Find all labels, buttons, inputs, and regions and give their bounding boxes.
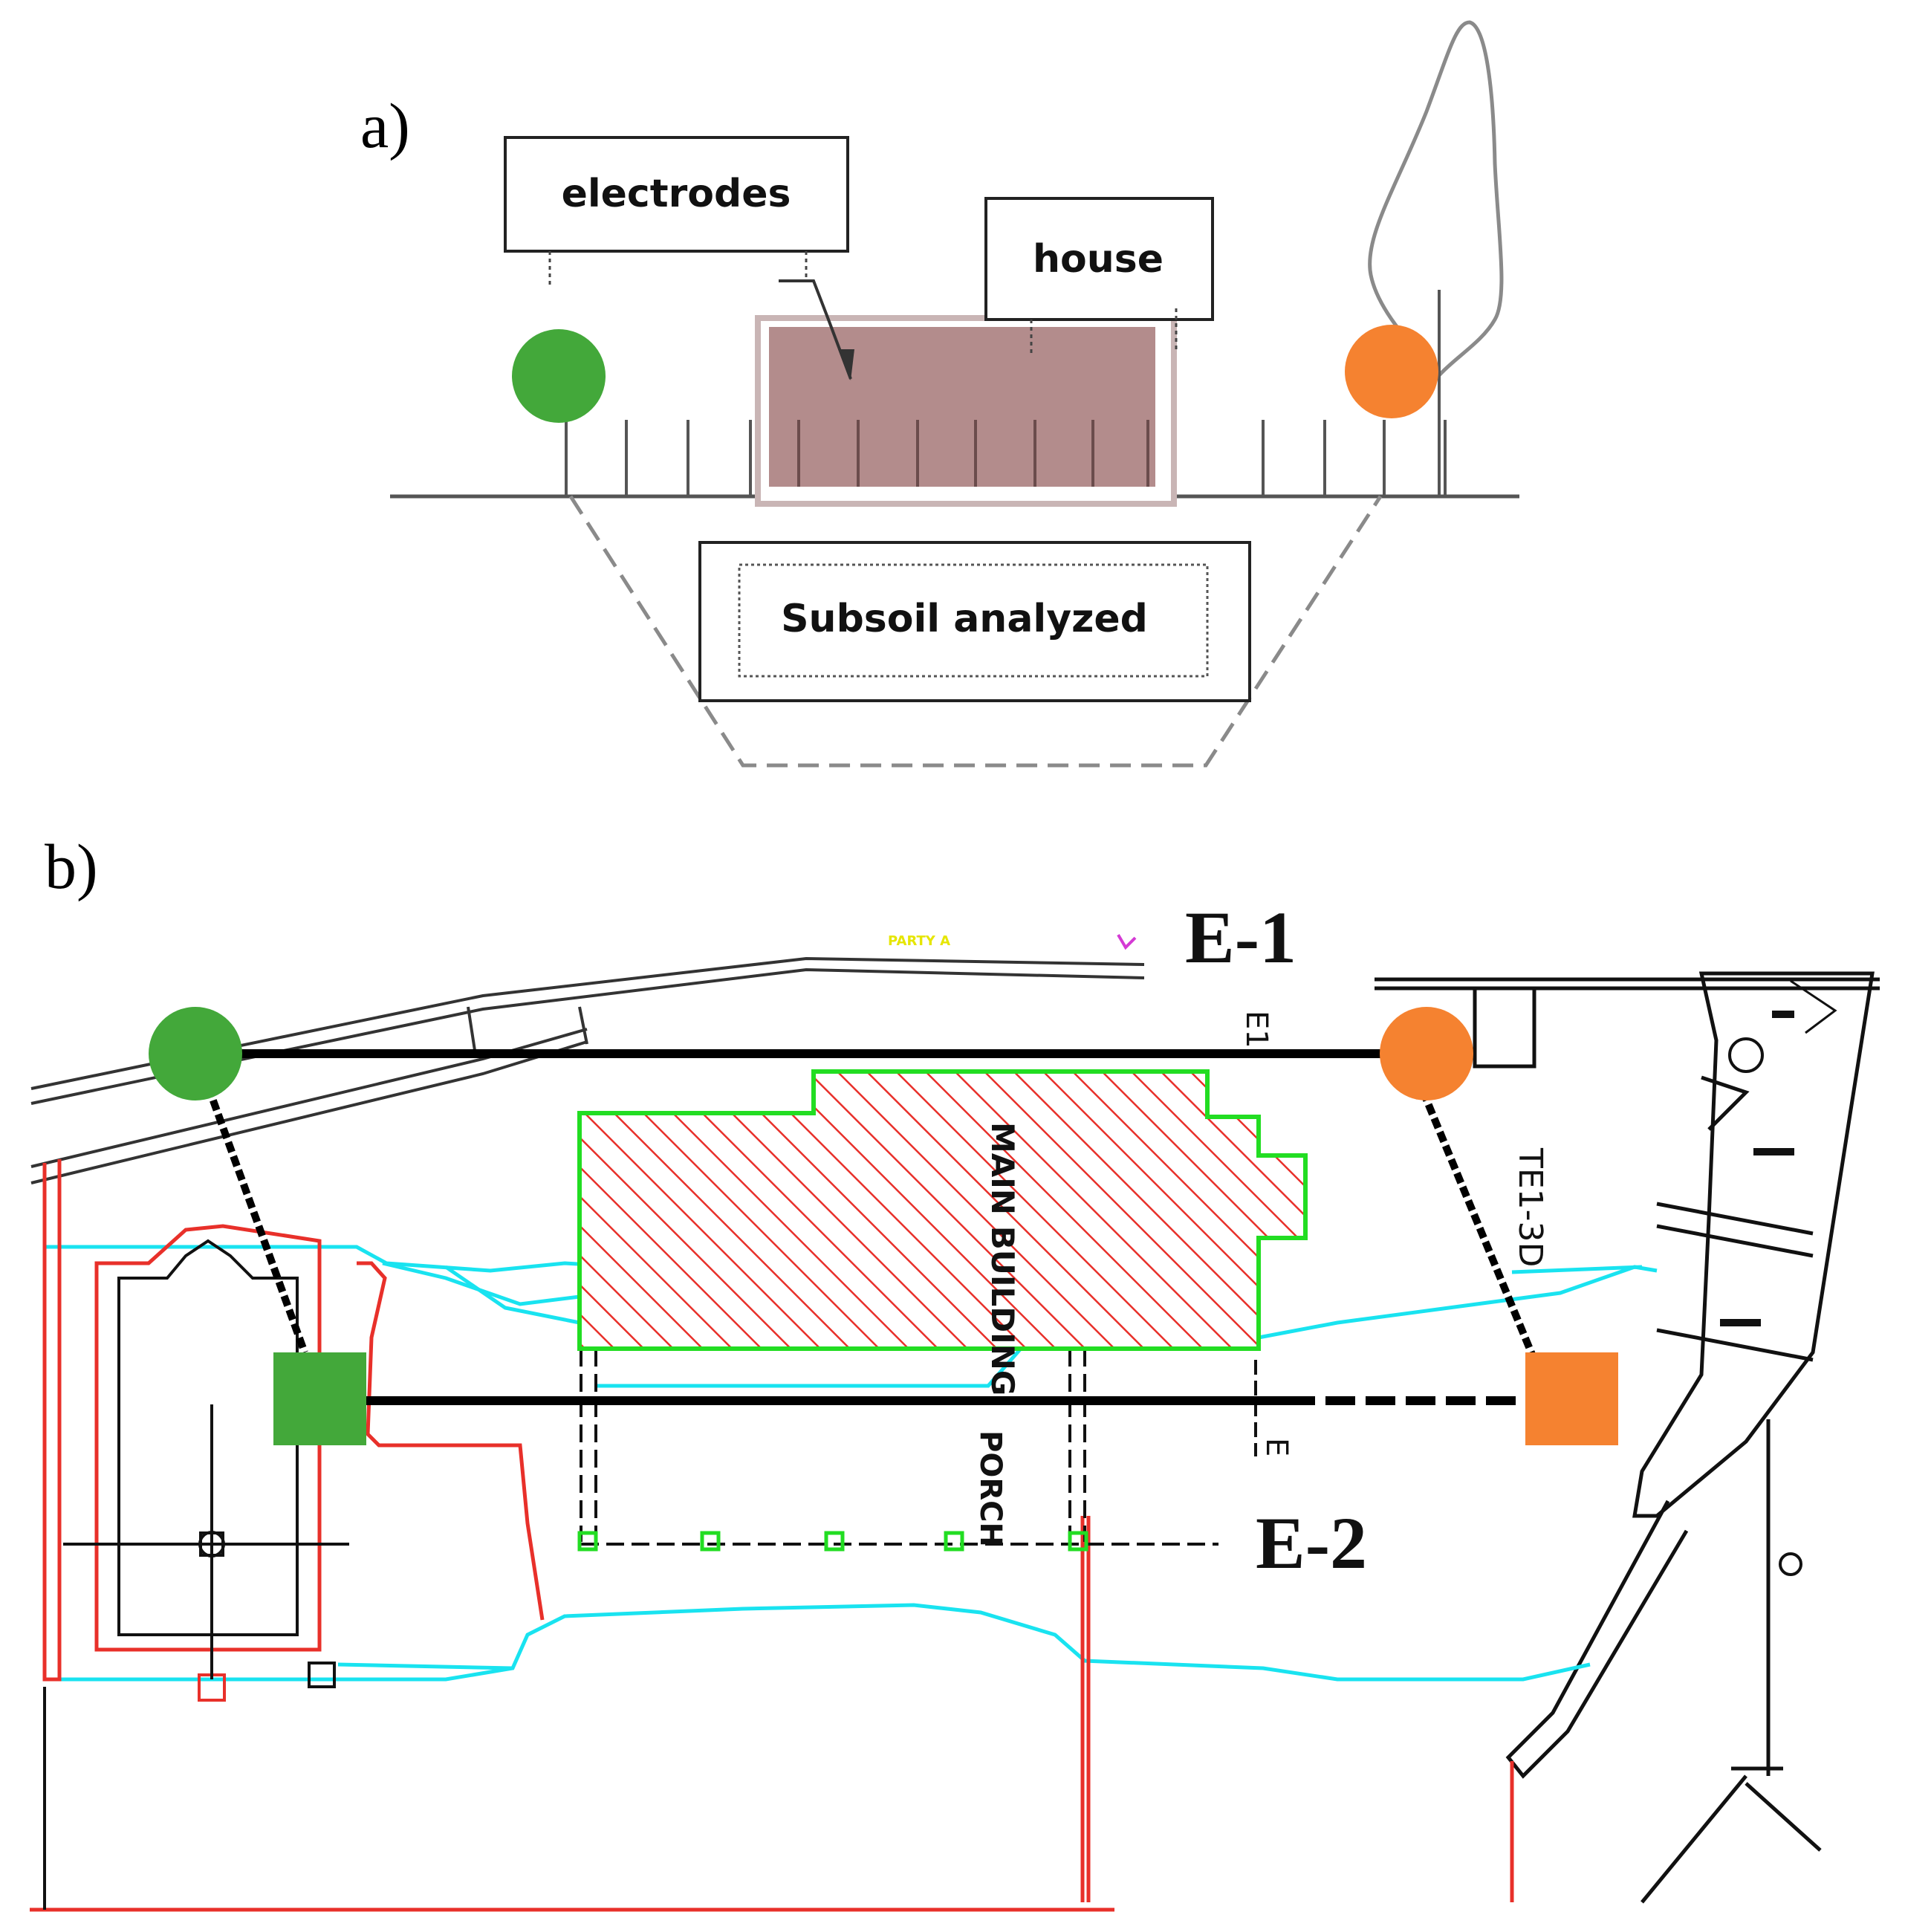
left-building bbox=[43, 1239, 349, 1910]
electrode-stakes bbox=[565, 416, 1447, 496]
magenta-mark bbox=[1117, 933, 1137, 950]
subsoil-trapezoid bbox=[568, 495, 1383, 768]
house-label: house bbox=[1033, 237, 1164, 282]
green-electrode-circle bbox=[512, 329, 606, 423]
main-building-label: MAIN BUILDING bbox=[984, 1122, 1021, 1395]
subsoil-label: Subsoil analyzed bbox=[781, 597, 1148, 641]
panel-a-label: a) bbox=[360, 90, 410, 161]
profile-link-left bbox=[204, 1085, 308, 1354]
te1-3d-label: TE1-3D bbox=[1511, 1147, 1549, 1267]
electrodes-callout bbox=[504, 136, 849, 253]
callout-leaders bbox=[548, 251, 1178, 353]
porch-posts bbox=[577, 1531, 1088, 1552]
porch-label: PORCH bbox=[973, 1430, 1007, 1547]
e1-label-mask bbox=[1148, 903, 1371, 977]
subsoil-inner-box bbox=[738, 563, 1209, 678]
profile-link-right bbox=[1419, 1089, 1536, 1358]
green-electrode-circle-plan bbox=[149, 1007, 242, 1100]
panel-a: a) bbox=[360, 20, 1519, 768]
tree-icon bbox=[1368, 20, 1504, 378]
subsoil-callout bbox=[698, 541, 1251, 702]
arrow-head bbox=[838, 349, 854, 380]
profile-e2-label: E-2 bbox=[1256, 1502, 1367, 1584]
main-building bbox=[577, 1069, 1308, 1351]
right-structure bbox=[1375, 971, 1880, 1904]
right-structure-marks bbox=[1720, 1011, 1802, 1576]
small-note-label: PARTY A bbox=[888, 933, 950, 949]
structure-detail bbox=[1790, 979, 1837, 1034]
orange-electrode-square bbox=[1525, 1352, 1618, 1445]
house-body bbox=[769, 327, 1155, 487]
panel-b: b) bbox=[30, 831, 1880, 1912]
orange-electrode-circle-plan bbox=[1380, 1007, 1473, 1100]
boundary-red bbox=[30, 1159, 1514, 1912]
orange-electrode-circle bbox=[1345, 325, 1438, 418]
panel-b-label: b) bbox=[45, 831, 98, 902]
green-electrode-square bbox=[273, 1352, 366, 1445]
road-lines bbox=[30, 956, 1145, 1184]
e-mark-label: E bbox=[1259, 1438, 1294, 1456]
electrodes-label: electrodes bbox=[562, 172, 791, 216]
e1-mark-label: E1 bbox=[1239, 1011, 1273, 1048]
profile-e1-label: E-1 bbox=[1185, 896, 1296, 979]
house-callout bbox=[984, 197, 1214, 321]
porch-outline bbox=[580, 1349, 1218, 1546]
